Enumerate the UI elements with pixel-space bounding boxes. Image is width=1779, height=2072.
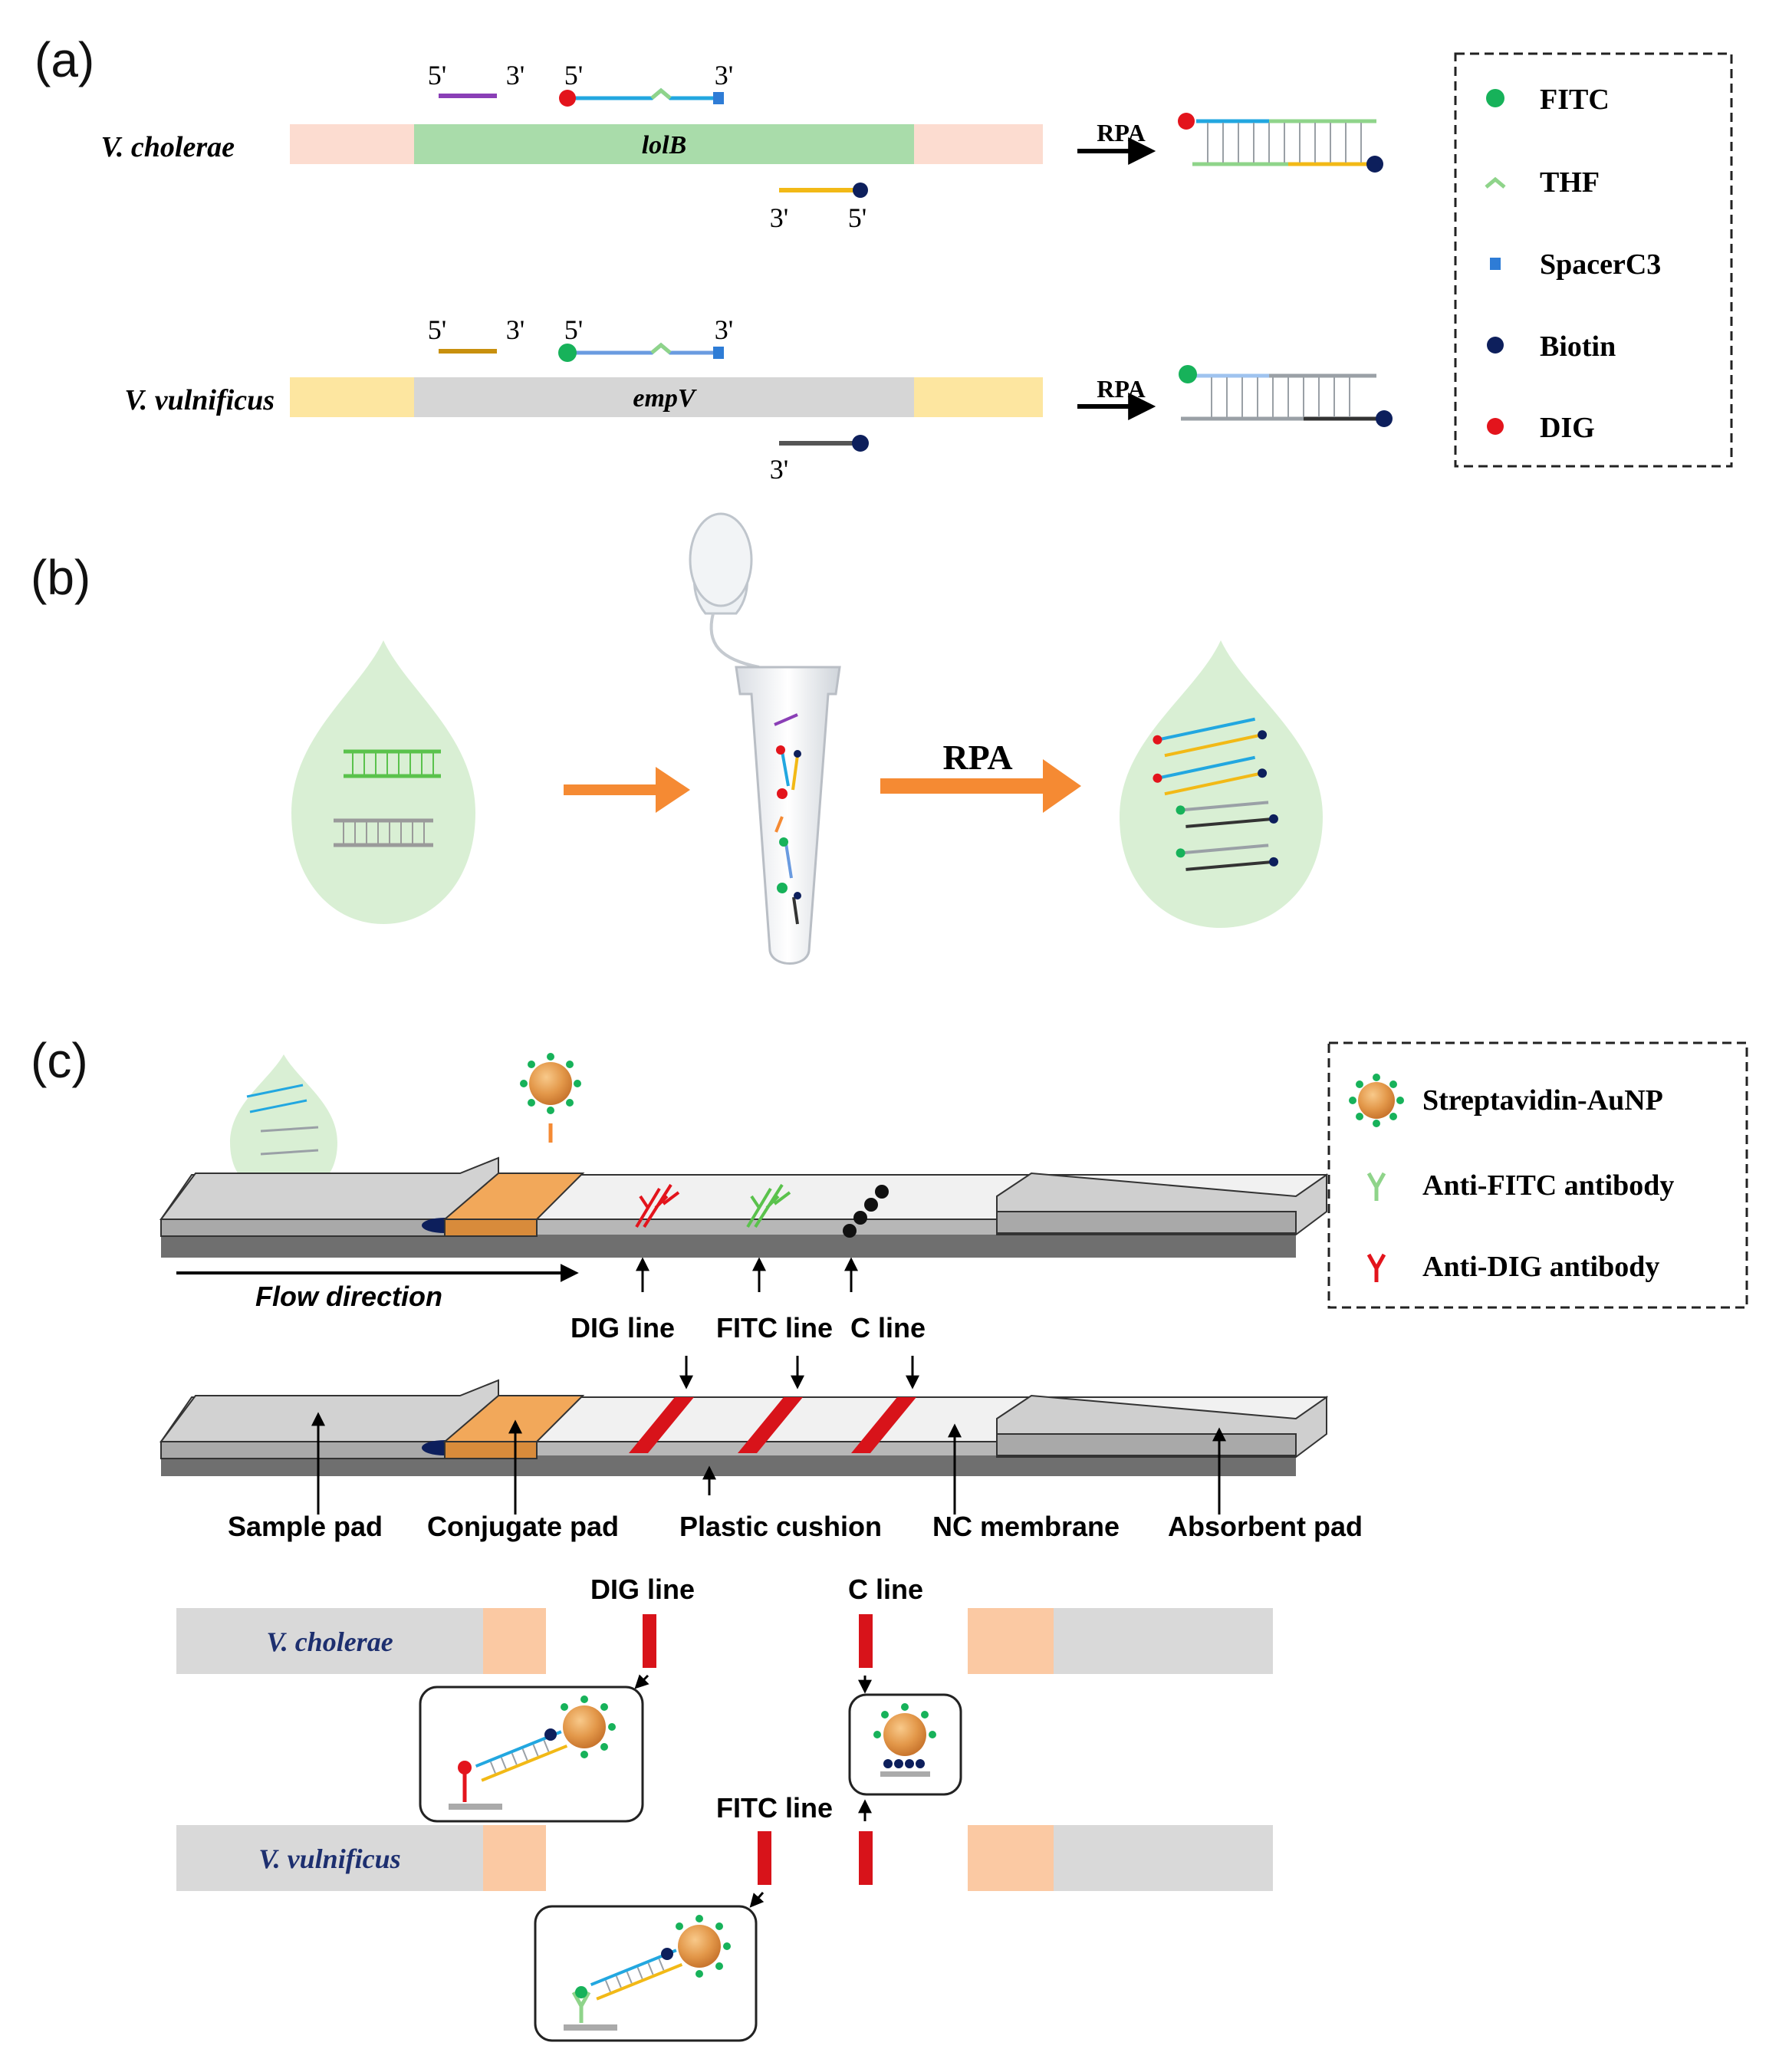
rpa-arrow-label: RPA: [1097, 375, 1145, 403]
primer-5-label: 5': [428, 60, 447, 90]
fitc-label-marker: [558, 344, 577, 362]
result-c-line-label: C line: [848, 1574, 923, 1605]
result-strip-cholerae: DIG line C line V. cholerae: [176, 1574, 1273, 1694]
fitc-line-label: FITC line: [716, 1312, 833, 1344]
c-line-beads: [843, 1185, 889, 1238]
plastic-cushion-label: Plastic cushion: [679, 1511, 882, 1542]
anti-fitc-antibody-zone: [746, 1183, 791, 1228]
panel-c-label: (c): [31, 1033, 88, 1088]
panel-b-label: (b): [31, 550, 90, 605]
sample-pad-label: Sample pad: [228, 1511, 383, 1542]
dig-label-marker: [559, 90, 576, 107]
rpa-arrow-label: RPA: [1097, 119, 1145, 146]
legend-c-item: Anti-FITC antibody: [1422, 1169, 1674, 1202]
legend-a-item: Biotin: [1540, 331, 1616, 363]
c-line-label: C line: [850, 1312, 926, 1344]
droplet-template: [291, 640, 475, 924]
probe-5-label: 5': [564, 60, 584, 90]
result-species-cholerae: V. cholerae: [266, 1626, 393, 1657]
aunp-icon: [520, 1053, 581, 1143]
species-label-vulnificus: V. vulnificus: [124, 384, 275, 416]
control-line: [851, 1397, 916, 1453]
legend-a: FITC THF SpacerC3 Biotin DIG: [1454, 52, 1733, 468]
cholerae-gene-map: V. cholerae lolB 5' 3' 5' 3' 3' 5' RPA: [100, 60, 1383, 233]
lateral-flow-strip-top: Flow direction DIG line FITC line C line: [159, 1156, 1328, 1344]
thf-icon: [1485, 176, 1506, 189]
primer-3-label: 3': [506, 60, 525, 90]
probe-5-label: 5': [564, 314, 584, 345]
result-strip-vulnificus: FITC line V. vulnificus: [176, 1792, 1273, 1908]
gene-label-lolb: lolB: [642, 131, 687, 160]
legend-c-item: Anti-DIG antibody: [1422, 1251, 1659, 1283]
result-fitc-line: [758, 1831, 771, 1885]
result-dig-line: [643, 1614, 656, 1668]
orange-arrow: [880, 759, 1081, 813]
orange-arrow: [564, 767, 690, 813]
result-species-vulnificus: V. vulnificus: [258, 1843, 400, 1874]
c-line-capture-inset: [848, 1693, 962, 1796]
gene-label-empv: empV: [633, 384, 697, 413]
anti-dig-icon: [1366, 1253, 1386, 1282]
fitc-capture-inset: [534, 1905, 758, 2042]
primer-3-label: 3': [506, 314, 525, 345]
legend-a-item: DIG: [1540, 412, 1595, 444]
dig-line-label: DIG line: [571, 1312, 675, 1344]
fitc-icon: [1486, 89, 1504, 107]
rev-3-label: 3': [770, 454, 789, 485]
result-c-line: [859, 1614, 873, 1668]
species-label-cholerae: V. cholerae: [100, 131, 235, 163]
spacer-c3-marker: [713, 92, 724, 104]
panel-a-label: (a): [35, 32, 94, 87]
biotin-icon: [1487, 337, 1504, 354]
biotin-marker: [853, 183, 868, 198]
nfo-probe: [567, 87, 718, 100]
result-fitc-line-label: FITC line: [716, 1792, 833, 1824]
rev-5-label: 5': [848, 202, 867, 233]
legend-a-item: FITC: [1540, 84, 1610, 116]
conjugate-pad-label: Conjugate pad: [427, 1511, 619, 1542]
probe-3-label: 3': [715, 314, 734, 345]
flow-direction-label: Flow direction: [255, 1281, 442, 1312]
rev-3-label: 3': [770, 202, 789, 233]
biotin-marker: [852, 435, 869, 452]
dig-icon: [1487, 418, 1504, 435]
lateral-flow-strip-bottom: Sample pad Conjugate pad Plastic cushion…: [159, 1356, 1363, 1542]
dig-test-line: [629, 1397, 694, 1453]
rpa-product-cholerae: [1178, 113, 1383, 173]
fitc-test-line: [738, 1397, 803, 1453]
rpa-product-vulnificus: [1179, 365, 1393, 427]
nc-membrane-label: NC membrane: [932, 1511, 1120, 1542]
result-dig-line-label: DIG line: [590, 1574, 695, 1605]
absorbent-pad-label: Absorbent pad: [1168, 1511, 1363, 1542]
legend-c-item: Streptavidin-AuNP: [1422, 1084, 1663, 1117]
sample-droplet: [230, 1054, 337, 1196]
vulnificus-gene-map: V. vulnificus empV 5' 3' 5' 3' 3' RPA: [124, 314, 1393, 485]
dig-capture-inset: [419, 1686, 644, 1823]
legend-c: Streptavidin-AuNP Anti-FITC antibody Ant…: [1327, 1041, 1748, 1309]
result-c-line: [859, 1831, 873, 1885]
rpa-label-b: RPA: [942, 738, 1012, 777]
spacer-icon: [1490, 258, 1501, 270]
probe-3-label: 3': [715, 60, 734, 90]
aunp-legend-icon: [1358, 1082, 1395, 1119]
spacer-c3-marker: [713, 347, 724, 359]
legend-a-item: THF: [1540, 166, 1600, 199]
anti-dig-antibody-zone: [635, 1183, 680, 1228]
primer-5-label: 5': [428, 314, 447, 345]
anti-fitc-icon: [1366, 1172, 1386, 1201]
droplet-products: [1120, 640, 1323, 928]
reaction-tube: [689, 512, 841, 965]
legend-a-item: SpacerC3: [1540, 248, 1661, 281]
nfo-probe: [567, 342, 718, 355]
